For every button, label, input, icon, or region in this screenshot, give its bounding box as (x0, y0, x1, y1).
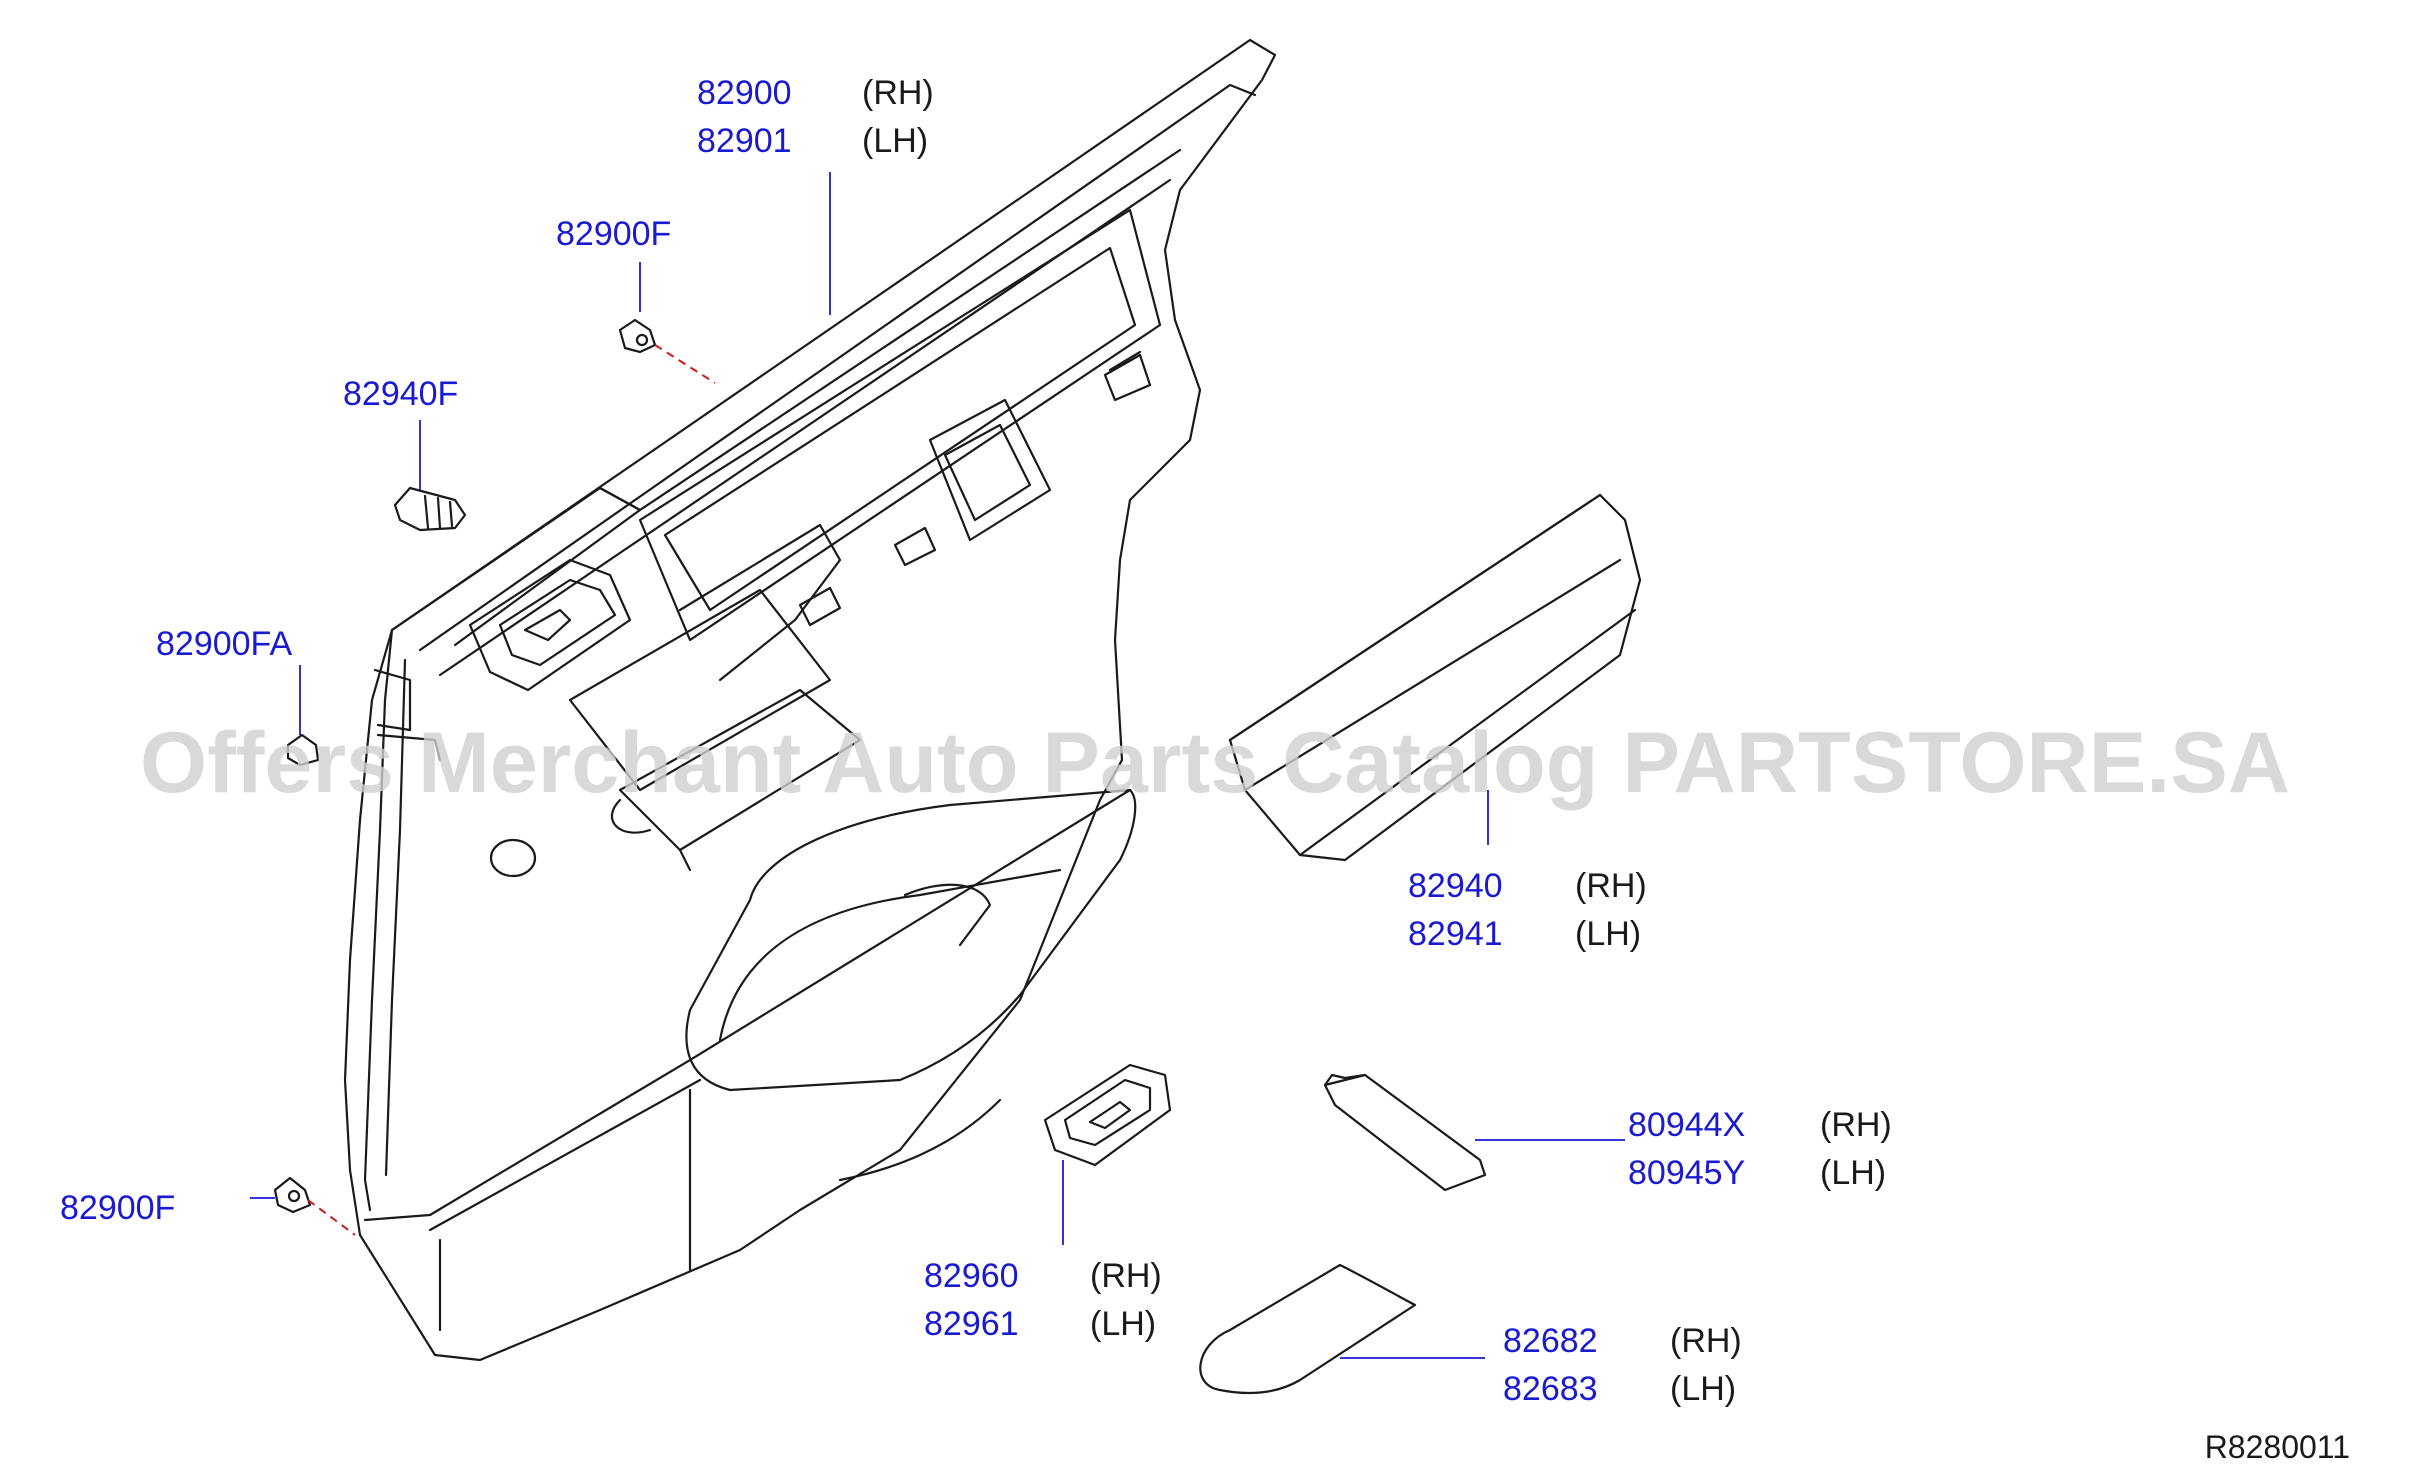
callout-clip-side: 82900FA (156, 625, 292, 663)
callout-clip-fastener: 82940F (343, 375, 458, 413)
part-number-lh: 80945Y (1628, 1154, 1745, 1192)
part-number: 82900F (60, 1189, 175, 1227)
part-number-lh: 82901 (697, 122, 792, 160)
door-trim-panel (343, 38, 1277, 1362)
pull-cup (1199, 1263, 1417, 1395)
callout-trim-upper: 82900 (RH) 82901 (LH) (697, 74, 934, 160)
part-number: 82900FA (156, 625, 292, 663)
side-tag-lh: (LH) (1670, 1370, 1736, 1408)
callout-clip-top: 82900F (556, 215, 671, 253)
part-number-rh: 82900 (697, 74, 792, 112)
handle-escutcheon (1043, 1063, 1172, 1167)
clip-side-icon (286, 733, 320, 767)
diagram-reference-code: R8280011 (2205, 1429, 2350, 1465)
clip-top-icon (618, 318, 657, 354)
callout-clip-bottom: 82900F (60, 1189, 175, 1227)
leader-lines (250, 172, 1625, 1359)
part-number-lh: 82941 (1408, 915, 1503, 953)
side-tag-rh: (RH) (1670, 1322, 1742, 1360)
side-tag-rh: (RH) (1575, 867, 1647, 905)
switch-cover (1323, 1073, 1487, 1192)
part-number-rh: 82682 (1503, 1322, 1598, 1360)
part-number-lh: 82961 (924, 1305, 1019, 1343)
part-number-lh: 82683 (1503, 1370, 1598, 1408)
part-number-rh: 82940 (1408, 867, 1503, 905)
part-number: 82900F (556, 215, 671, 253)
armrest-pad (1228, 493, 1642, 862)
callout-armrest-pad: 82940 (RH) 82941 (LH) (1408, 867, 1647, 953)
callout-escutcheon: 82960 (RH) 82961 (LH) (924, 1257, 1162, 1343)
side-tag-lh: (LH) (1820, 1154, 1886, 1192)
side-tag-rh: (RH) (862, 74, 934, 112)
side-tag-rh: (RH) (1090, 1257, 1162, 1295)
clip-bottom-icon (273, 1176, 312, 1214)
callout-pull-cup: 82682 (RH) 82683 (LH) (1503, 1322, 1742, 1408)
side-tag-rh: (RH) (1820, 1106, 1892, 1144)
part-number: 82940F (343, 375, 458, 413)
side-tag-lh: (LH) (1090, 1305, 1156, 1343)
callout-cover: 80944X (RH) 80945Y (LH) (1628, 1106, 1892, 1192)
part-number-rh: 82960 (924, 1257, 1019, 1295)
side-tag-lh: (LH) (1575, 915, 1641, 953)
part-number-rh: 80944X (1628, 1106, 1745, 1144)
side-tag-lh: (LH) (862, 122, 928, 160)
watermark: Offers Merchant Auto Parts Catalog PARTS… (140, 715, 2290, 811)
clip-fastener-icon (393, 486, 467, 532)
